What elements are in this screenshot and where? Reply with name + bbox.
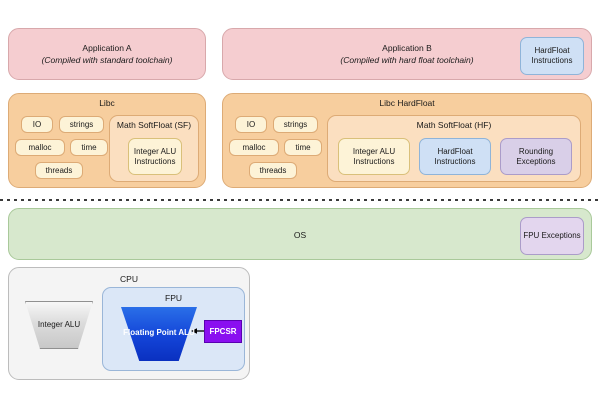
floating-point-alu-label: Floating Point ALU — [123, 328, 195, 337]
math-sf-chip-integer-alu-instructions[interactable]: Integer ALU Instructions — [128, 138, 182, 175]
libc-box[interactable]: Libc IO strings malloc time threads Math… — [8, 93, 206, 188]
math-hf-chip-integer-alu-instructions[interactable]: Integer ALU Instructions — [338, 138, 410, 175]
libc-hf-pill-io[interactable]: IO — [235, 116, 267, 133]
libc-hardfloat-box[interactable]: Libc HardFloat IO strings malloc time th… — [222, 93, 592, 188]
libc-hardfloat-title: Libc HardFloat — [379, 98, 435, 108]
math-softfloat-sf-box[interactable]: Math SoftFloat (SF) Integer ALU Instruct… — [109, 115, 199, 182]
libc-hf-pill-malloc[interactable]: malloc — [229, 139, 279, 156]
integer-alu-unit[interactable]: Integer ALU — [25, 301, 93, 349]
cpu-title: CPU — [120, 274, 138, 284]
math-hf-chip-hardfloat-instructions[interactable]: HardFloat Instructions — [419, 138, 491, 175]
application-b-title: Application B — [382, 42, 432, 53]
math-softfloat-hf-title: Math SoftFloat (HF) — [416, 120, 492, 130]
libc-pill-malloc[interactable]: malloc — [15, 139, 65, 156]
libc-pill-time[interactable]: time — [70, 139, 108, 156]
application-a-box[interactable]: Application A (Compiled with standard to… — [8, 28, 206, 80]
libc-pill-strings[interactable]: strings — [59, 116, 104, 133]
libc-hf-pill-strings[interactable]: strings — [273, 116, 318, 133]
application-b-label: Application B (Compiled with hard float … — [340, 43, 473, 65]
application-a-title: Application A — [82, 42, 132, 53]
floating-point-alu-unit[interactable]: Floating Point ALU — [121, 307, 197, 361]
fpu-box[interactable]: FPU Floating Point ALU FPCSR — [102, 287, 245, 371]
application-b-subtitle: (Compiled with hard float toolchain) — [340, 54, 474, 65]
math-softfloat-hf-box[interactable]: Math SoftFloat (HF) Integer ALU Instruct… — [327, 115, 581, 182]
os-box[interactable]: OS FPU Exceptions — [8, 208, 592, 260]
fpu-title: FPU — [165, 293, 182, 303]
kernel-user-boundary-divider — [0, 199, 600, 201]
libc-hf-pill-threads[interactable]: threads — [249, 162, 297, 179]
libc-hf-pill-time[interactable]: time — [284, 139, 322, 156]
os-fpu-exceptions-badge[interactable]: FPU Exceptions — [520, 217, 584, 255]
application-a-label: Application A (Compiled with standard to… — [42, 43, 173, 65]
math-softfloat-sf-title: Math SoftFloat (SF) — [116, 120, 192, 130]
cpu-box[interactable]: CPU Integer ALU FPU Floating Point ALU F… — [8, 267, 250, 380]
libc-pill-io[interactable]: IO — [21, 116, 53, 133]
fpcsr-register[interactable]: FPCSR — [204, 320, 242, 343]
application-a-subtitle: (Compiled with standard toolchain) — [41, 54, 173, 65]
application-b-box[interactable]: Application B (Compiled with hard float … — [222, 28, 592, 80]
integer-alu-label: Integer ALU — [37, 320, 81, 329]
application-b-hardfloat-instructions-badge[interactable]: HardFloat Instructions — [520, 37, 584, 75]
fpcsr-to-fp-alu-arrow-icon — [191, 328, 205, 334]
math-hf-chip-rounding-exceptions[interactable]: Rounding Exceptions — [500, 138, 572, 175]
libc-pill-threads[interactable]: threads — [35, 162, 83, 179]
os-title: OS — [293, 230, 307, 240]
libc-title: Libc — [99, 98, 115, 108]
